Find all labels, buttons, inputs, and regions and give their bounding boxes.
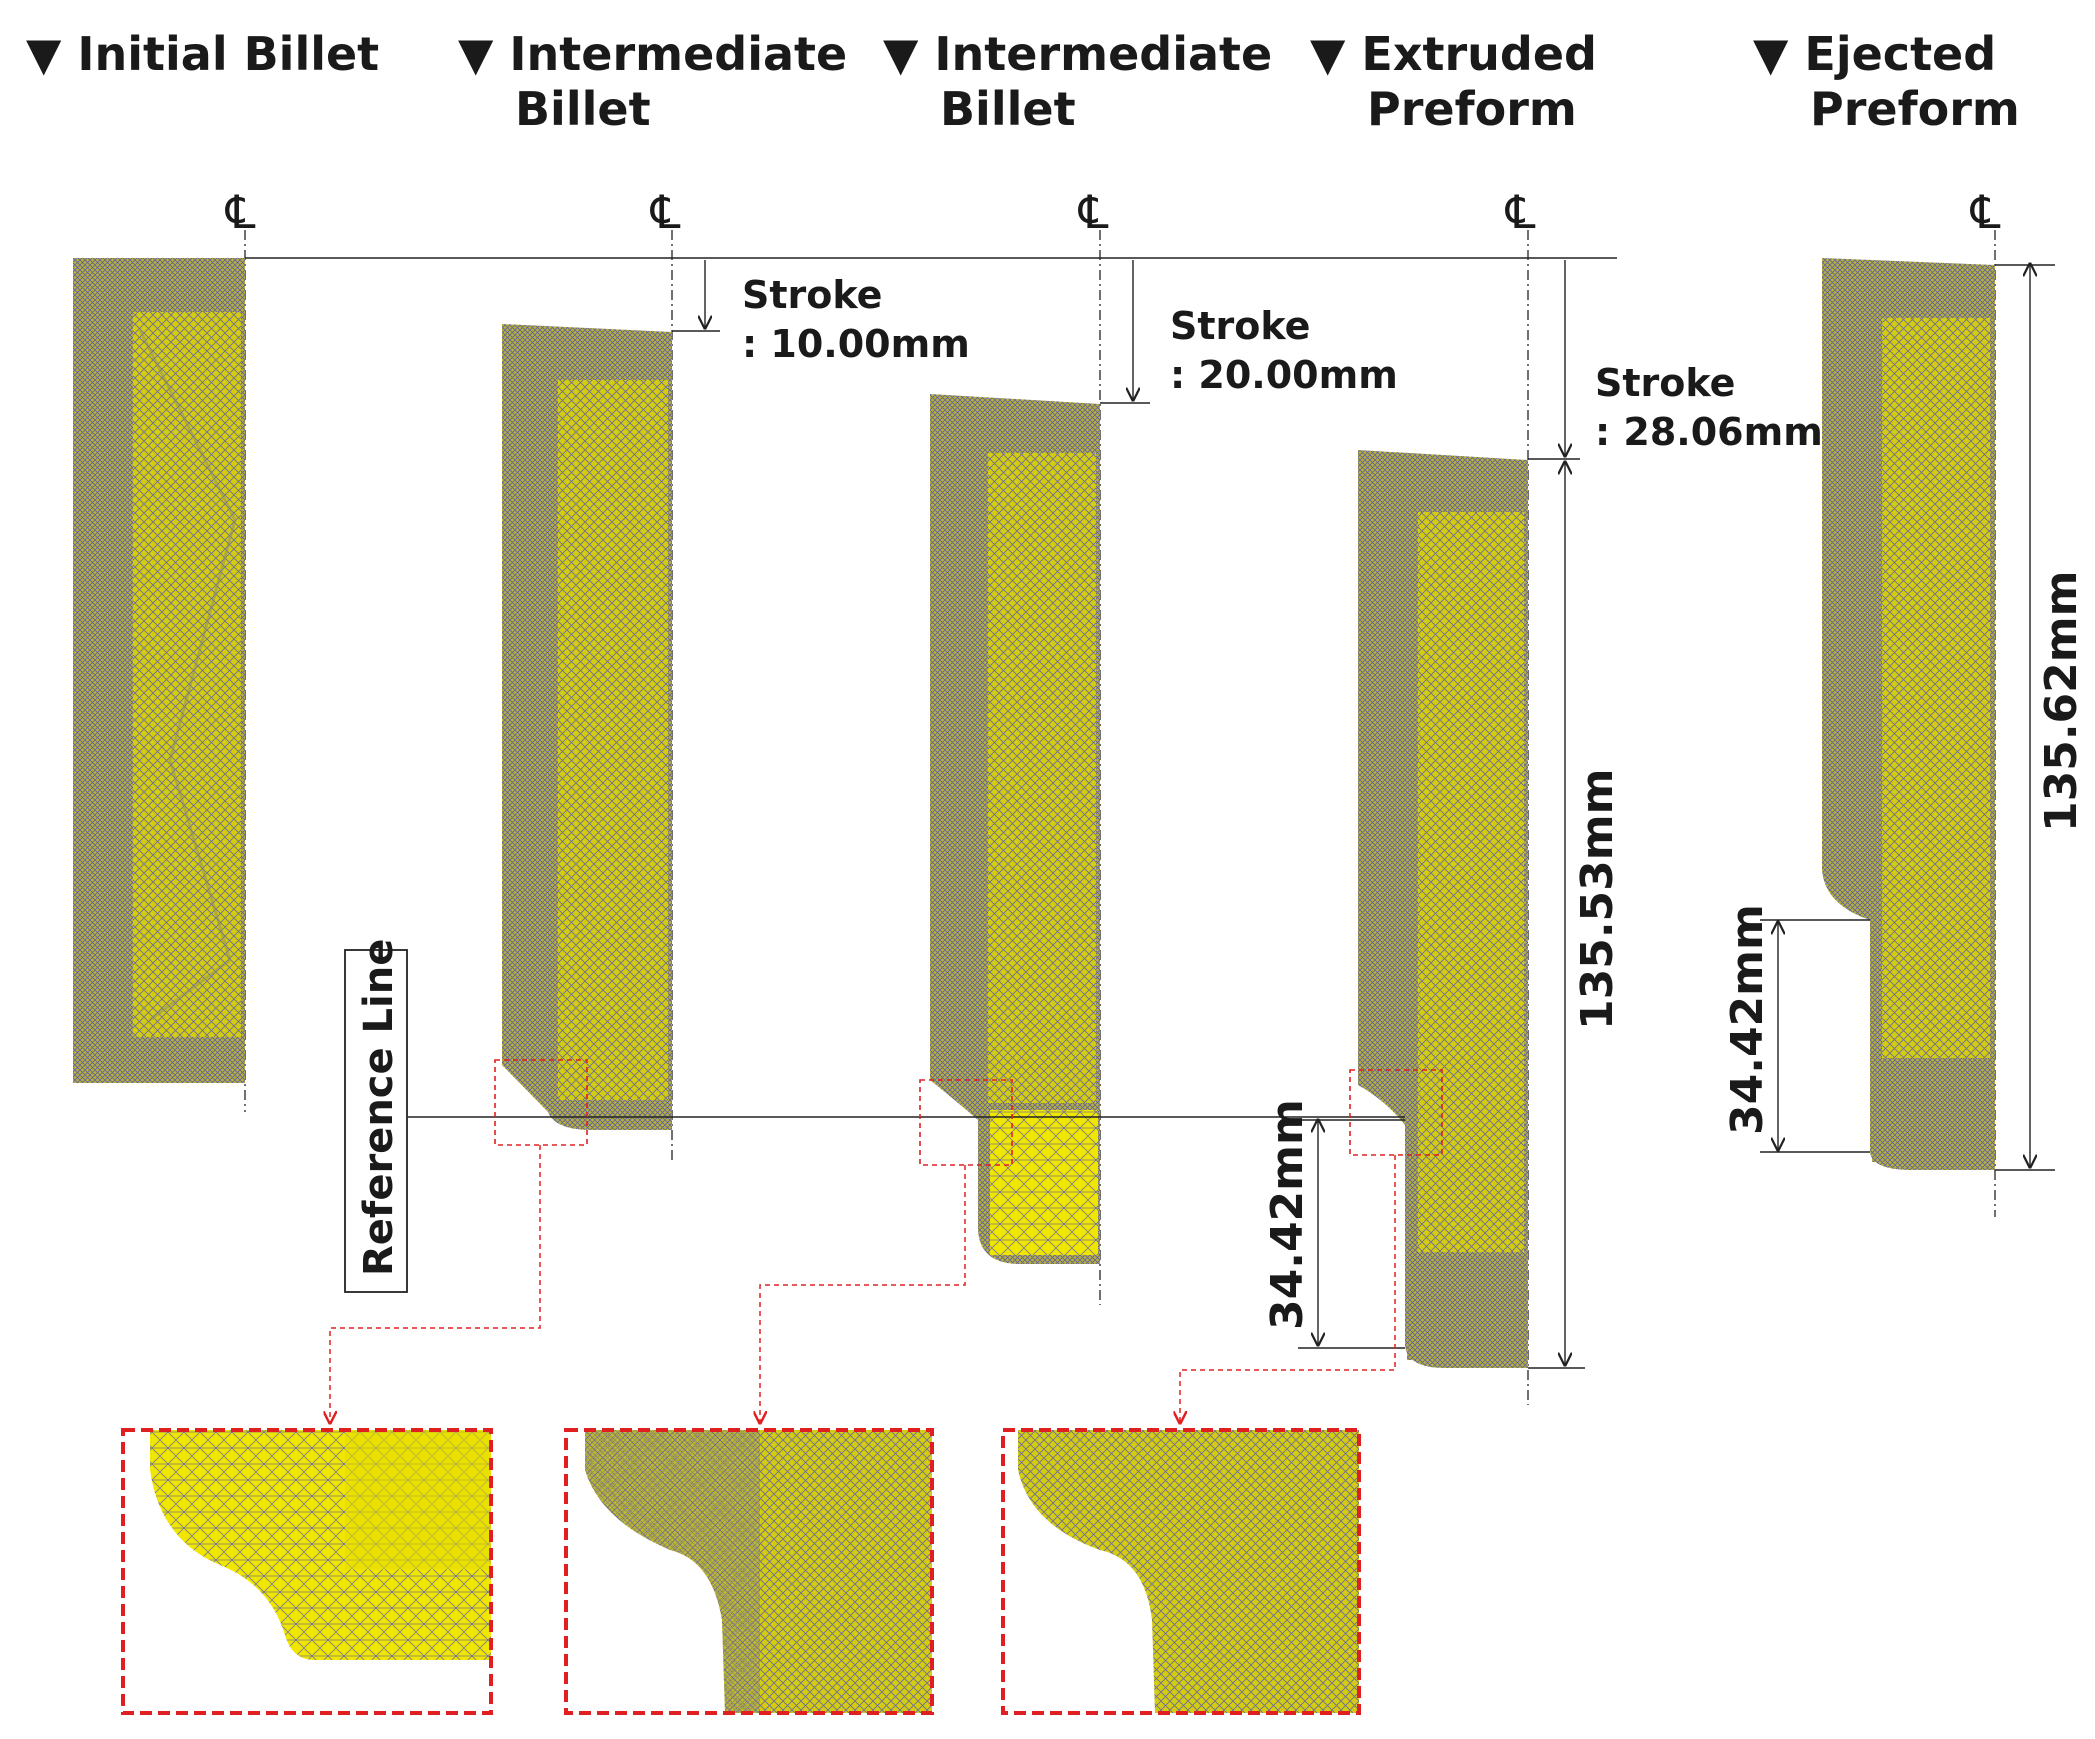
centerline-symbol-5: ℄ <box>1970 185 2001 239</box>
svg-text:: 28.06mm: : 28.06mm <box>1595 410 1823 454</box>
svg-text:▼ Intermediate: ▼ Intermediate <box>883 27 1272 81</box>
extruded-total-dimension: 135.53mm <box>1572 769 1623 1031</box>
svg-text:: 10.00mm: : 10.00mm <box>742 322 970 366</box>
ejected-preform-mesh <box>1822 258 1995 1170</box>
intermediate-billet-2-mesh <box>930 394 1100 1264</box>
svg-text:Preform: Preform <box>1367 82 1577 136</box>
ejected-dimension-lines <box>1760 264 2055 1171</box>
stage-title-4: ▼ Extruded Preform <box>1310 27 1597 136</box>
triangle-marker-icon: ▼ <box>883 27 919 81</box>
triangle-marker-icon: ▼ <box>1310 27 1346 81</box>
detail-panel-1 <box>121 1428 493 1715</box>
svg-text:Stroke: Stroke <box>1595 361 1735 405</box>
detail-panel-2 <box>564 1428 934 1715</box>
svg-text:Preform: Preform <box>1810 82 2020 136</box>
triangle-marker-icon: ▼ <box>1753 27 1789 81</box>
ejected-shaft-dimension: 34.42mm <box>1722 904 1773 1135</box>
triangle-marker-icon: ▼ <box>26 27 62 81</box>
svg-text:▼ Ejected: ▼ Ejected <box>1753 27 1996 81</box>
stage-title-5: ▼ Ejected Preform <box>1753 27 2020 136</box>
centerline-symbol-1: ℄ <box>225 185 256 239</box>
extruded-shaft-dimension: 34.42mm <box>1262 1099 1313 1330</box>
stage-title-1: ▼ Initial Billet <box>26 27 379 81</box>
stroke-label-3: Stroke : 28.06mm <box>1595 361 1823 454</box>
reference-line-label: Reference Line <box>344 939 408 1293</box>
svg-text:▼ Initial Billet: ▼ Initial Billet <box>26 27 379 81</box>
svg-text:Reference Line: Reference Line <box>356 939 402 1276</box>
svg-text:▼ Intermediate: ▼ Intermediate <box>458 27 847 81</box>
detail-panel-3 <box>1001 1428 1361 1715</box>
svg-text:Stroke: Stroke <box>742 273 882 317</box>
svg-text:Billet: Billet <box>515 82 651 136</box>
centerline-symbol-4: ℄ <box>1505 185 1536 239</box>
initial-billet-mesh <box>73 258 245 1083</box>
svg-text:Billet: Billet <box>940 82 1076 136</box>
extruded-preform-mesh <box>1358 450 1528 1368</box>
detail-callout-boxes <box>494 1059 1443 1166</box>
stage-title-2: ▼ Intermediate Billet <box>458 27 847 136</box>
detail-leader-lines <box>330 1145 1396 1423</box>
ejected-total-dimension: 135.62mm <box>2036 571 2087 833</box>
svg-text:Stroke: Stroke <box>1170 304 1310 348</box>
stage-title-3: ▼ Intermediate Billet <box>883 27 1272 136</box>
centerline-symbol-2: ℄ <box>650 185 681 239</box>
svg-text:▼ Extruded: ▼ Extruded <box>1310 27 1597 81</box>
extruded-dimension-lines <box>1298 462 1585 1369</box>
svg-text:: 20.00mm: : 20.00mm <box>1170 353 1398 397</box>
centerline-symbol-3: ℄ <box>1078 185 1109 239</box>
stroke-arrows <box>672 260 1580 460</box>
triangle-marker-icon: ▼ <box>458 27 494 81</box>
intermediate-billet-1-mesh <box>502 324 672 1130</box>
stroke-label-2: Stroke : 20.00mm <box>1170 304 1398 397</box>
stroke-label-1: Stroke : 10.00mm <box>742 273 970 366</box>
